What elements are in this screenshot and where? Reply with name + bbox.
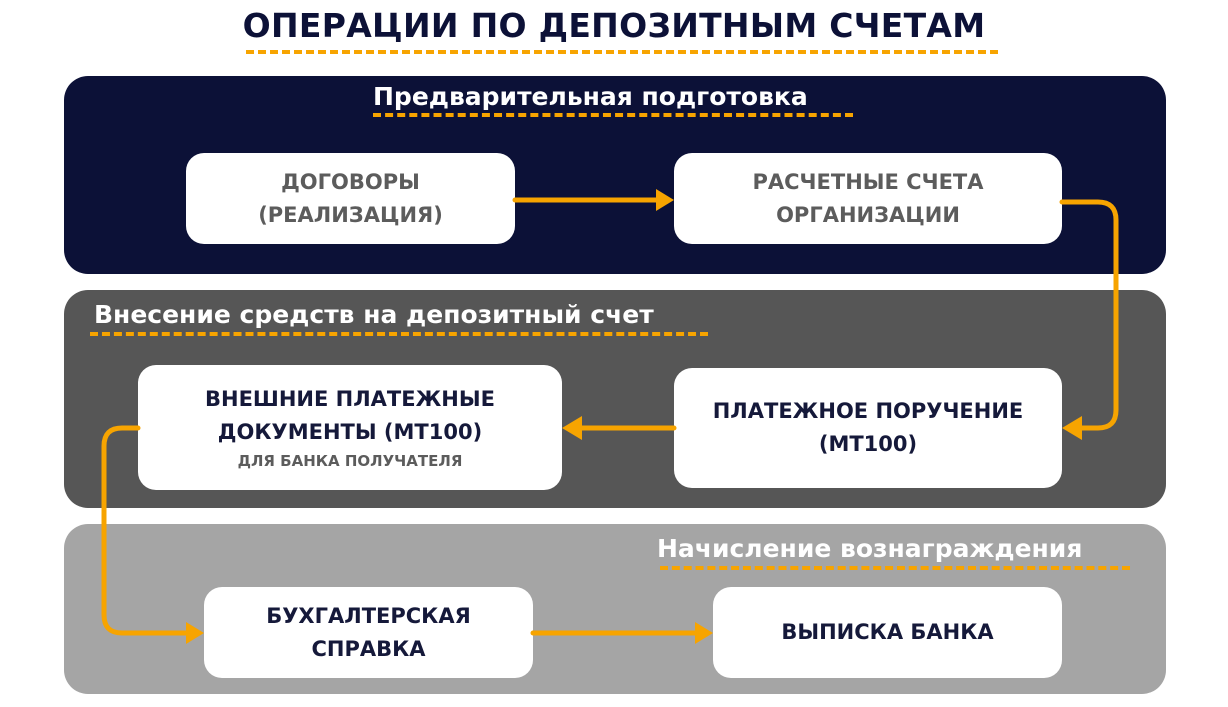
contracts-box-line-2: (РЕАЛИЗАЦИЯ): [258, 202, 443, 227]
accounting-note-box: БУХГАЛТЕРСКАЯ СПРАВКА: [204, 587, 533, 678]
external-payment-docs-box: ВНЕШНИЕ ПЛАТЕЖНЫЕ ДОКУМЕНТЫ (МТ100) ДЛЯ …: [138, 365, 562, 490]
arrow-head-external-docs: [562, 416, 582, 440]
external-payment-docs-line-2: ДОКУМЕНТЫ (МТ100): [217, 419, 483, 444]
accounting-note-line-1: БУХГАЛТЕРСКАЯ: [266, 603, 471, 628]
contracts-box-line-1: ДОГОВОРЫ: [281, 169, 420, 194]
arrow-head-accounting: [186, 622, 204, 644]
arrow-head-payment-order: [1062, 416, 1082, 440]
page-title: ОПЕРАЦИИ ПО ДЕПОЗИТНЫМ СЧЕТАМ: [242, 6, 986, 45]
arrow-head-statement: [695, 622, 713, 644]
external-payment-docs-subline: ДЛЯ БАНКА ПОЛУЧАТЕЛЯ: [237, 451, 463, 470]
payment-order-box: ПЛАТЕЖНОЕ ПОРУЧЕНИЕ (МТ100): [674, 368, 1062, 488]
bank-statement-box: ВЫПИСКА БАНКА: [713, 587, 1062, 678]
section-preparation-underline: [373, 113, 853, 117]
arrow-head-accounts: [656, 189, 674, 211]
contracts-box: ДОГОВОРЫ (РЕАЛИЗАЦИЯ): [186, 153, 515, 244]
section-deposit-title: Внесение средств на депозитный счет: [94, 300, 654, 329]
section-deposit-underline: [90, 332, 708, 336]
section-preparation-title: Предварительная подготовка: [373, 82, 808, 111]
external-payment-docs-line-1: ВНЕШНИЕ ПЛАТЕЖНЫЕ: [204, 386, 495, 411]
settlement-accounts-box-line-1: РАСЧЕТНЫЕ СЧЕТА: [752, 169, 984, 194]
accounting-note-line-2: СПРАВКА: [311, 636, 426, 661]
payment-order-line-2: (МТ100): [818, 432, 918, 456]
section-interest-underline: [660, 566, 1130, 570]
settlement-accounts-box-line-2: ОРГАНИЗАЦИИ: [776, 202, 960, 227]
payment-order-line-1: ПЛАТЕЖНОЕ ПОРУЧЕНИЕ: [712, 399, 1024, 423]
title-dashed-underline: [246, 50, 998, 54]
connector-external-docs-to-accounting: [101, 425, 191, 636]
bank-statement-line-1: ВЫПИСКА БАНКА: [781, 620, 994, 644]
settlement-accounts-box: РАСЧЕТНЫЕ СЧЕТА ОРГАНИЗАЦИИ: [674, 153, 1062, 244]
connector-accounts-to-payment-order: [1059, 199, 1119, 431]
section-interest-title: Начисление вознаграждения: [657, 534, 1083, 563]
